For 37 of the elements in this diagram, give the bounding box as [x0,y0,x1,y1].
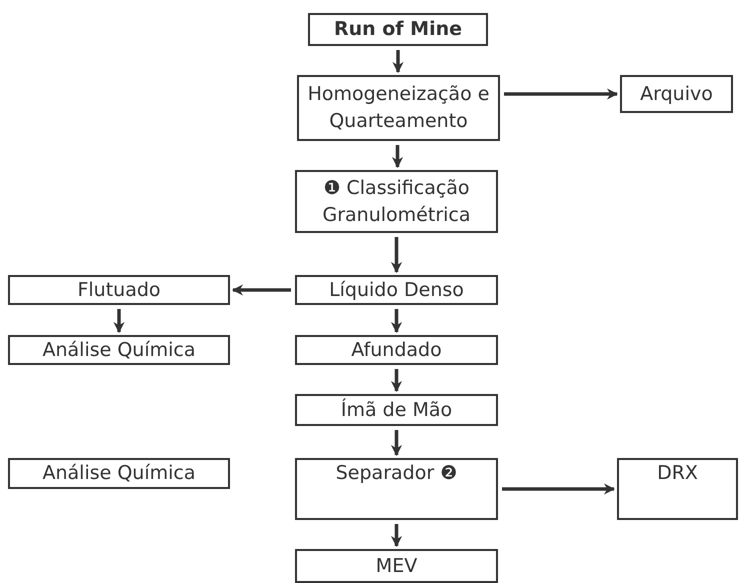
step-label: Afundado [350,338,443,363]
process-box [8,335,230,365]
arrow [392,50,404,74]
step-label: Run of Mine [332,17,464,42]
step-label: Arquivo [639,82,714,107]
process-box [8,275,230,305]
process-box [295,170,498,233]
arrow [390,430,402,456]
arrow [390,237,402,274]
arrow [390,524,402,548]
process-box [295,275,498,305]
step-label: Flutuado [76,278,162,303]
step-label: DRX [656,461,699,486]
process-box [8,458,230,489]
step-label: Separador ❷ [334,461,458,486]
step-label: ❶ Classificação Granulométrica [322,176,472,228]
step-label: MEV [374,554,418,579]
arrow [390,309,402,334]
arrow [390,369,402,392]
process-box [295,335,498,365]
arrow [502,483,616,495]
process-box [308,13,488,46]
step-label: Ímã de Mão [340,397,454,423]
process-box [297,75,500,141]
process-box [620,75,733,113]
process-box [295,549,498,583]
arrow [113,309,125,334]
step-label: Líquido Denso [328,278,465,303]
process-box [295,394,498,426]
arrow [392,145,404,168]
arrow [504,88,618,100]
process-box [617,458,738,520]
step-label: Homogeneização e Quarteamento [306,82,490,134]
step-label: Análise Química [41,461,197,486]
step-label: Análise Química [41,338,197,363]
process-box [295,458,498,520]
arrow [232,284,291,296]
